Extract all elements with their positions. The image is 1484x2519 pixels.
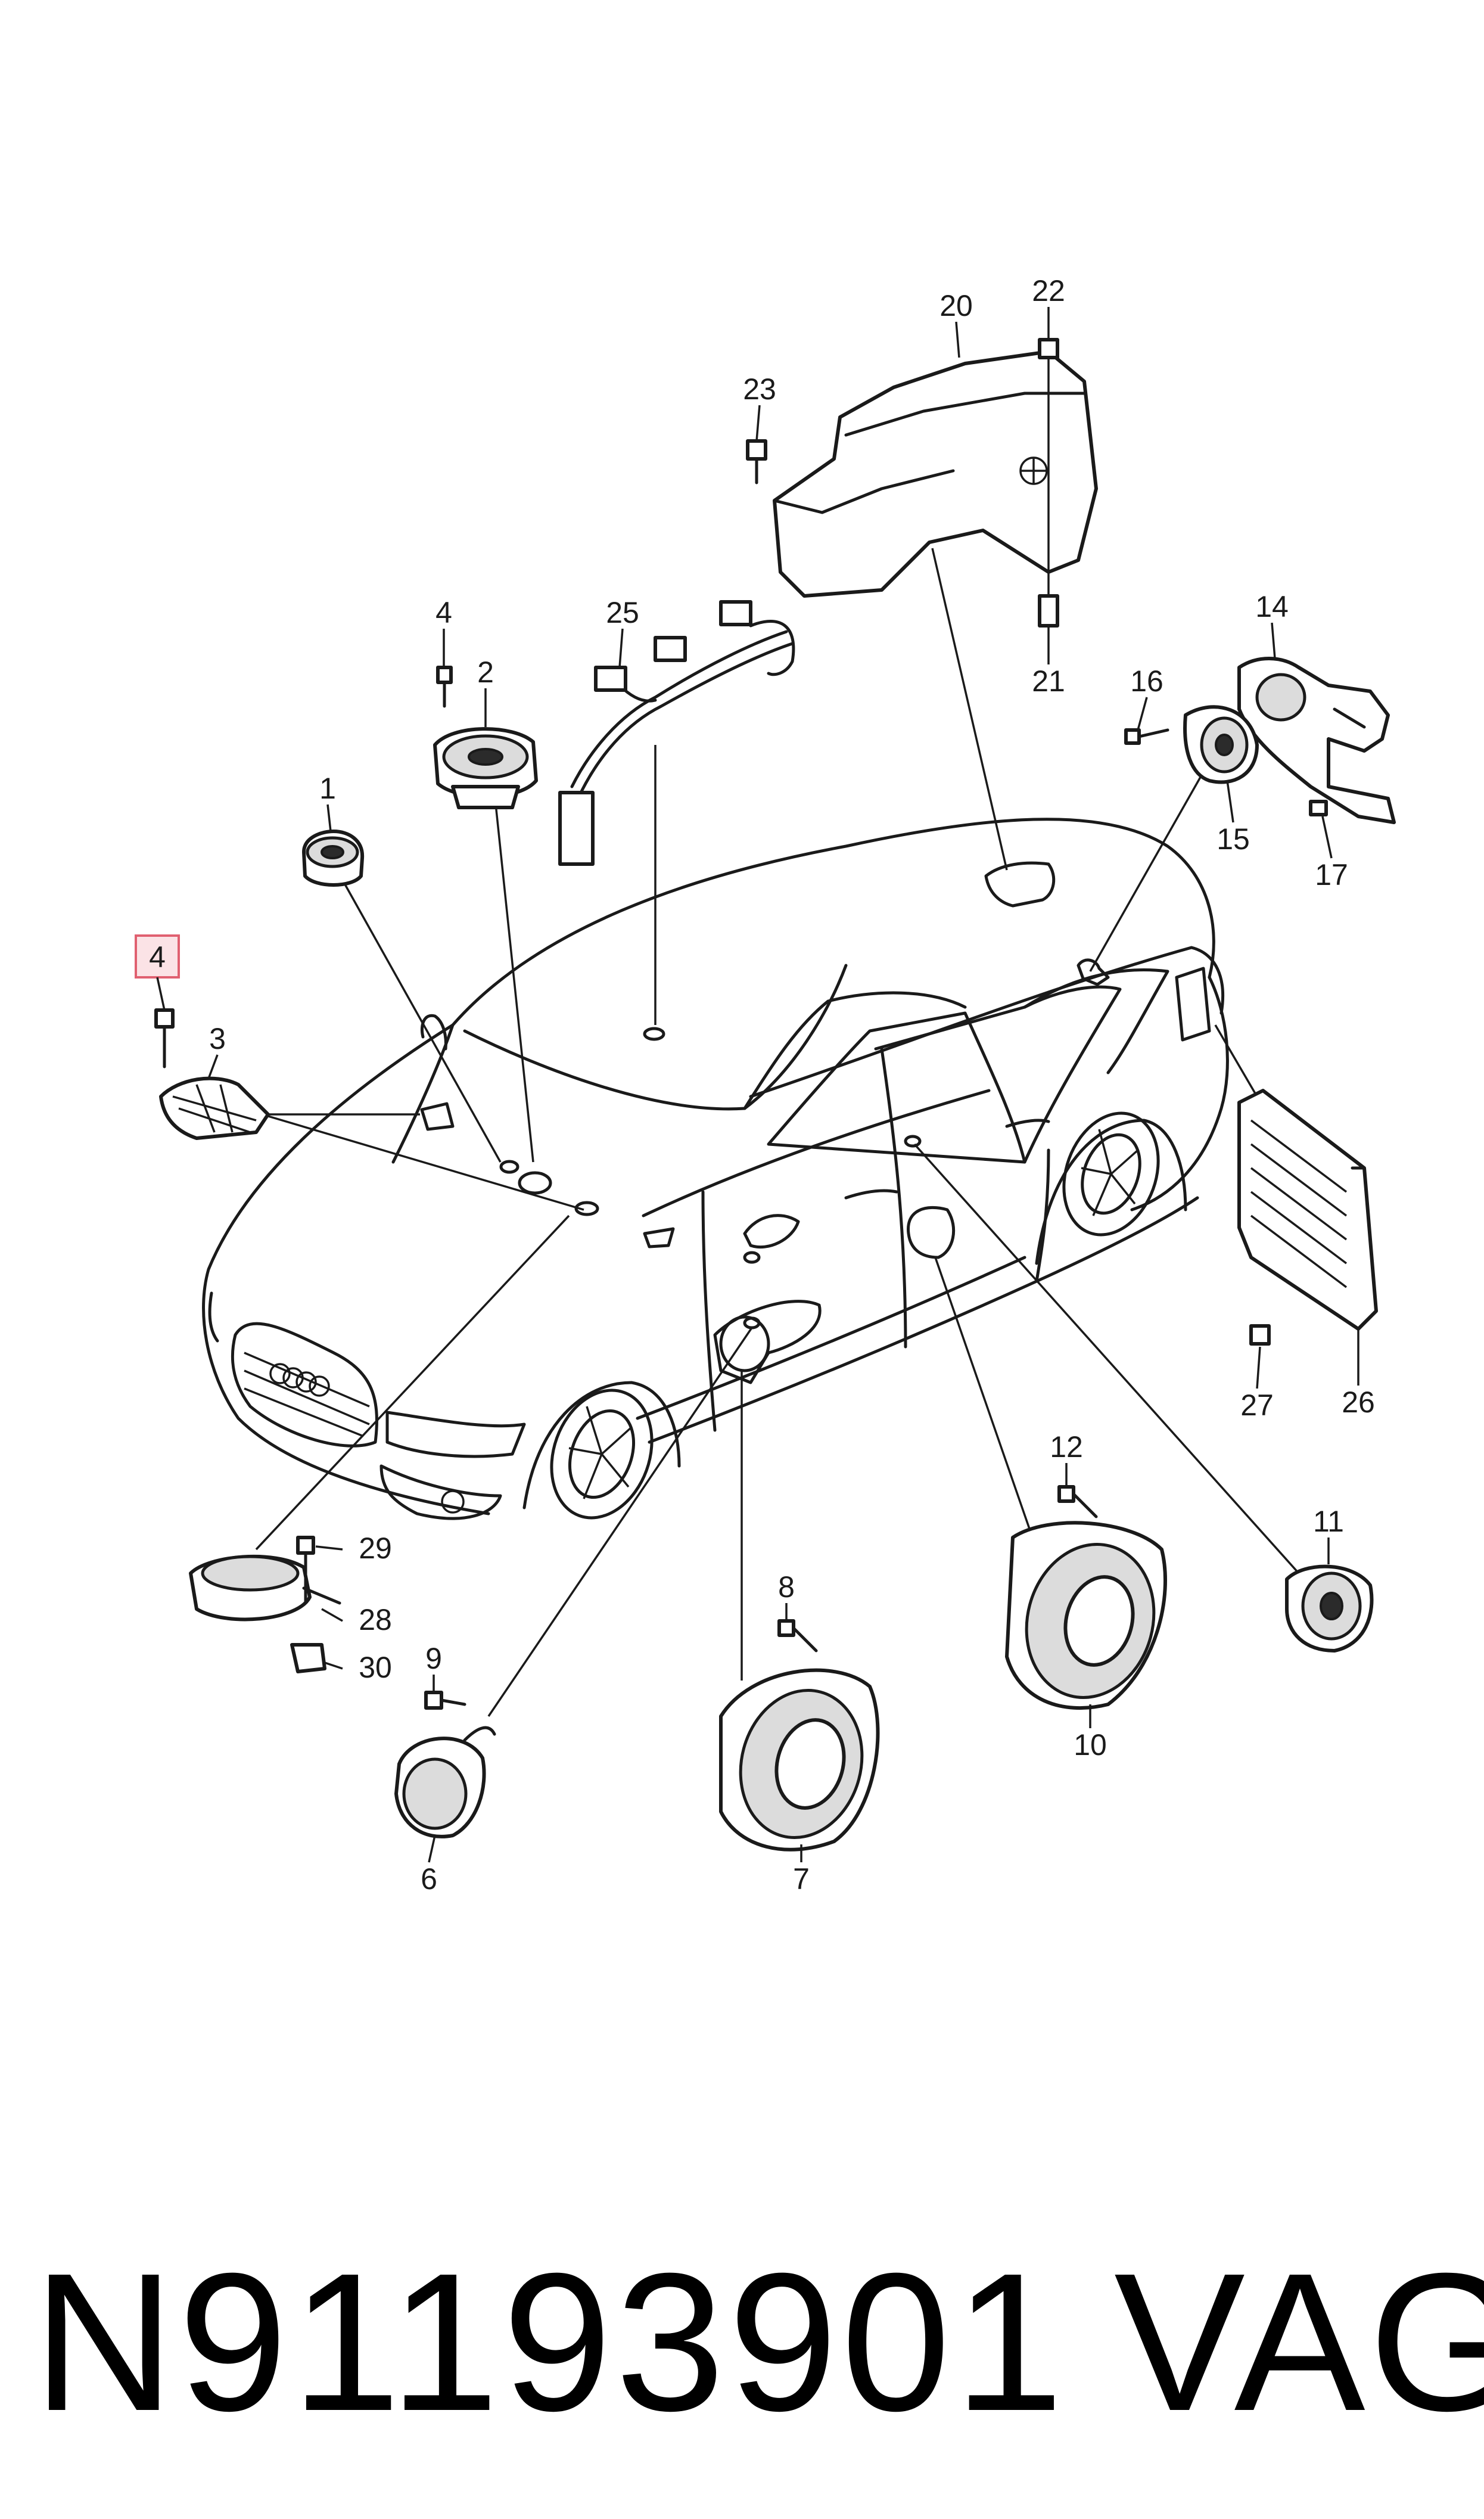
part-12-screw	[1057, 1485, 1098, 1518]
callout-ticks	[156, 307, 1359, 1863]
part-16-screw	[1124, 728, 1169, 745]
callout-28: 28	[359, 1603, 392, 1636]
callout-12: 12	[1050, 1430, 1083, 1464]
callout-25: 25	[606, 596, 639, 629]
callout-4-upper: 4	[435, 596, 452, 629]
callout-10: 10	[1074, 1728, 1107, 1762]
leader-lines	[255, 548, 1300, 1717]
callout-6: 6	[421, 1862, 437, 1896]
part-1-tweeter	[302, 830, 365, 887]
callout-29: 29	[359, 1532, 392, 1565]
callout-11: 11	[1313, 1505, 1344, 1538]
part-10-rear-speaker	[1005, 1521, 1167, 1710]
callout-21: 21	[1032, 664, 1065, 698]
car-body	[202, 818, 1229, 1520]
callout-27: 27	[1240, 1389, 1274, 1422]
callout-9: 9	[425, 1642, 442, 1675]
callout-4-highlighted: 4	[149, 940, 166, 974]
part-28-center-speaker	[189, 1554, 341, 1622]
part-15-tweeter	[1183, 705, 1259, 784]
part-6-tweeter	[394, 1726, 496, 1838]
part-2-speaker	[433, 727, 538, 809]
callout-7: 7	[793, 1862, 810, 1896]
part-8-screw	[777, 1619, 818, 1653]
part-number: N91193901	[33, 2232, 1068, 2452]
callout-14: 14	[1255, 590, 1289, 623]
part-21-nut	[1038, 594, 1059, 628]
part-4-screw-upper	[436, 666, 453, 708]
callout-16: 16	[1130, 664, 1163, 698]
part-27-nut	[1249, 1324, 1271, 1346]
callout-23: 23	[743, 372, 776, 406]
callout-30: 30	[359, 1651, 392, 1684]
callout-22: 22	[1032, 274, 1065, 308]
part-20-subwoofer-box	[773, 350, 1098, 598]
callout-26: 26	[1342, 1386, 1375, 1419]
callout-15: 15	[1217, 822, 1250, 856]
callout-2: 2	[477, 656, 494, 689]
callout-8: 8	[778, 1570, 795, 1604]
part-23-bolt	[746, 439, 767, 484]
callout-4-highlight-box	[135, 934, 180, 979]
part-3-bracket	[159, 1076, 270, 1140]
part-17-clip	[1309, 800, 1328, 816]
callout-3: 3	[209, 1022, 226, 1055]
part-30-clip	[290, 1643, 326, 1673]
callout-17: 17	[1315, 858, 1348, 892]
part-22-nut	[1038, 338, 1059, 359]
rings-logo	[269, 1363, 330, 1397]
part-7-door-speaker	[719, 1668, 880, 1852]
callout-labels: 1 2 3 4 4 6 7 8 9 10 11 12 14 15 16 17 2…	[149, 274, 1375, 1896]
part-26-amplifier	[1237, 1089, 1378, 1331]
mount-openings	[420, 861, 1211, 1384]
part-29-screw	[296, 1536, 315, 1605]
part-9-screw	[424, 1691, 466, 1710]
part-14-bracket	[1237, 657, 1396, 824]
part-4-screw-highlighted	[154, 1008, 175, 1069]
part-11-rear-tweeter	[1285, 1564, 1374, 1653]
brand-name: VAG	[1114, 2232, 1484, 2452]
callout-20: 20	[939, 289, 973, 322]
callout-1: 1	[319, 772, 336, 805]
part-25-harness	[558, 600, 795, 866]
